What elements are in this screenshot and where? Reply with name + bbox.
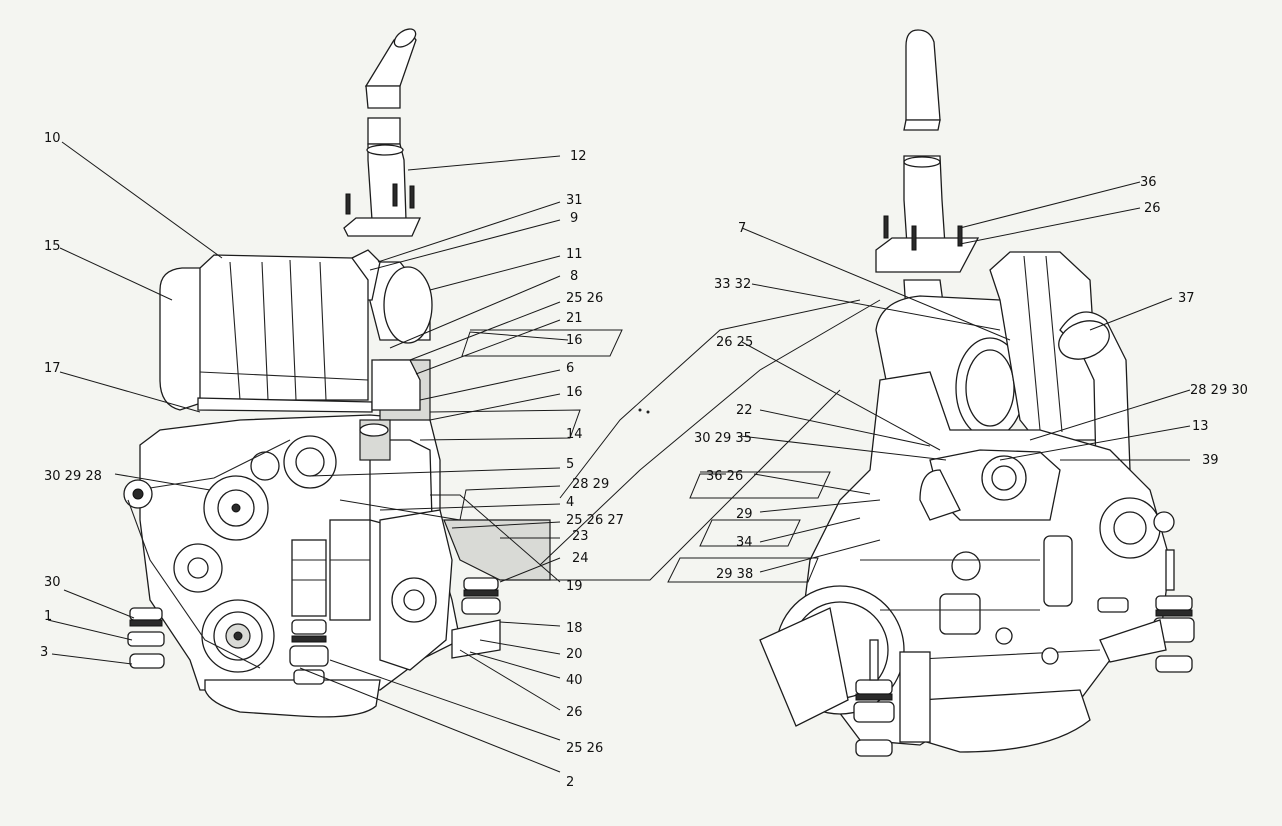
callout-6: 6 bbox=[566, 361, 574, 376]
callout-labels-left: 10 12 31 9 15 11 8 25 26 21 16 6 17 16 1… bbox=[40, 131, 624, 790]
right-engine-view bbox=[759, 29, 1195, 757]
callout-8: 8 bbox=[570, 269, 578, 284]
engine-body-right bbox=[759, 371, 1195, 757]
cooler-block-right bbox=[989, 251, 1131, 471]
callout-16-mid: 16 bbox=[566, 385, 583, 400]
callout-26-25: 26 25 bbox=[716, 335, 753, 350]
callout-20: 20 bbox=[566, 647, 583, 662]
callout-28-29-30: 28 29 30 bbox=[1190, 383, 1248, 398]
callout-17: 17 bbox=[44, 361, 61, 376]
callout-15: 15 bbox=[44, 239, 61, 254]
exhaust-stack-right bbox=[875, 29, 980, 313]
engine-mount-rear bbox=[289, 619, 329, 685]
callout-3: 3 bbox=[40, 645, 48, 660]
left-engine-view bbox=[123, 28, 551, 718]
callout-26-right: 26 bbox=[1144, 201, 1161, 216]
callout-30-29-35: 30 29 35 bbox=[694, 431, 752, 446]
callout-28-29: 28 29 bbox=[572, 477, 609, 492]
callout-26: 26 bbox=[566, 705, 583, 720]
callout-21: 21 bbox=[566, 311, 583, 326]
callout-2: 2 bbox=[566, 775, 574, 790]
callout-24: 24 bbox=[572, 551, 589, 566]
callout-12: 12 bbox=[570, 149, 587, 164]
callout-25-26-bottom: 25 26 bbox=[566, 741, 603, 756]
callout-labels-right: 36 26 7 33 32 37 26 25 28 29 30 22 13 30… bbox=[694, 175, 1248, 582]
callout-5: 5 bbox=[566, 457, 574, 472]
callout-37: 37 bbox=[1178, 291, 1195, 306]
callout-39: 39 bbox=[1202, 453, 1219, 468]
callout-16-top: 16 bbox=[566, 333, 583, 348]
callout-31: 31 bbox=[566, 193, 583, 208]
callout-13: 13 bbox=[1192, 419, 1209, 434]
mount-right-rear bbox=[1097, 549, 1195, 673]
leader-lines-right bbox=[667, 181, 1191, 583]
callout-14: 14 bbox=[566, 427, 583, 442]
callout-29-38: 29 38 bbox=[716, 567, 753, 582]
callout-33-32: 33 32 bbox=[714, 277, 751, 292]
callout-4: 4 bbox=[566, 495, 574, 510]
callout-1: 1 bbox=[44, 609, 52, 624]
engine-mount-front bbox=[127, 607, 165, 669]
callout-25-26-top: 25 26 bbox=[566, 291, 603, 306]
callout-36: 36 bbox=[1140, 175, 1157, 190]
callout-30: 30 bbox=[44, 575, 61, 590]
callout-29: 29 bbox=[736, 507, 753, 522]
callout-30-29-28: 30 29 28 bbox=[44, 469, 102, 484]
callout-22: 22 bbox=[736, 403, 753, 418]
exhaust-stack-left bbox=[343, 28, 422, 237]
callout-18: 18 bbox=[566, 621, 583, 636]
callout-7: 7 bbox=[738, 221, 746, 236]
callout-11: 11 bbox=[566, 247, 583, 262]
callout-23: 23 bbox=[572, 529, 589, 544]
callout-10: 10 bbox=[44, 131, 61, 146]
engine-body-left bbox=[123, 359, 551, 718]
cooler-block-left bbox=[159, 254, 373, 413]
leader-lines-left bbox=[47, 141, 881, 773]
callout-40: 40 bbox=[566, 673, 583, 688]
callout-34: 34 bbox=[736, 535, 753, 550]
callout-9: 9 bbox=[570, 211, 578, 226]
callout-25-26-27: 25 26 27 bbox=[566, 513, 624, 528]
callout-19: 19 bbox=[566, 579, 583, 594]
callout-36-26: 36 26 bbox=[706, 469, 743, 484]
mount-right-front bbox=[853, 639, 931, 757]
